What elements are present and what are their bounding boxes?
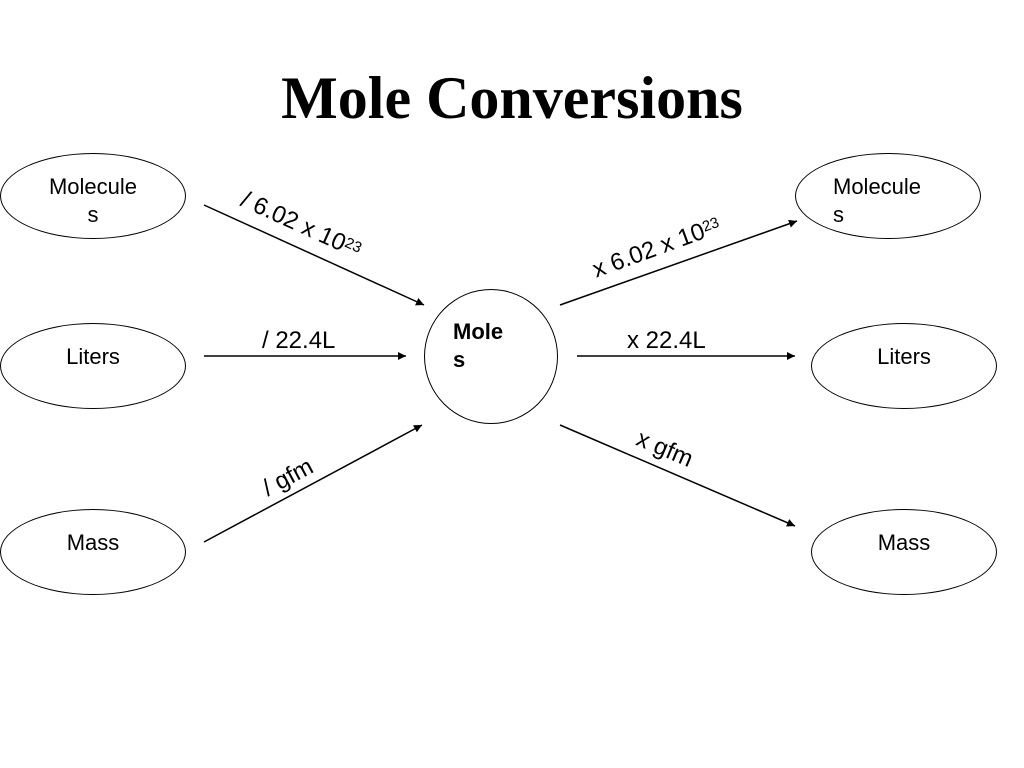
edge-label-moles-to-liters: x 22.4L (627, 327, 706, 354)
node-molecules-right-label: Molecule s (833, 174, 922, 227)
node-mass-left-label: Mass (66, 530, 120, 555)
node-mass-left: Mass (0, 509, 186, 595)
node-molecules-left: Molecule s (0, 153, 186, 239)
node-mass-right: Mass (811, 509, 997, 595)
arrow-mass-to-moles (203, 424, 423, 543)
arrow-molecules-to-moles (203, 204, 425, 306)
node-moles-center-label: Mole s (453, 319, 504, 372)
node-liters-right: Liters (811, 323, 997, 409)
node-liters-right-label: Liters (877, 344, 931, 369)
node-molecules-right: Molecule s (795, 153, 981, 239)
node-liters-left-label: Liters (66, 344, 120, 369)
node-moles-center: Mole s (424, 289, 558, 424)
edge-label-liters-to-moles: / 22.4L (262, 327, 336, 354)
node-mass-right-label: Mass (877, 530, 931, 555)
node-molecules-left-label: Molecule s (48, 174, 138, 227)
arrow-moles-to-mass (559, 424, 796, 527)
node-liters-left: Liters (0, 323, 186, 409)
arrow-moles-to-molecules (559, 219, 798, 306)
page-title: Mole Conversions (281, 65, 743, 131)
